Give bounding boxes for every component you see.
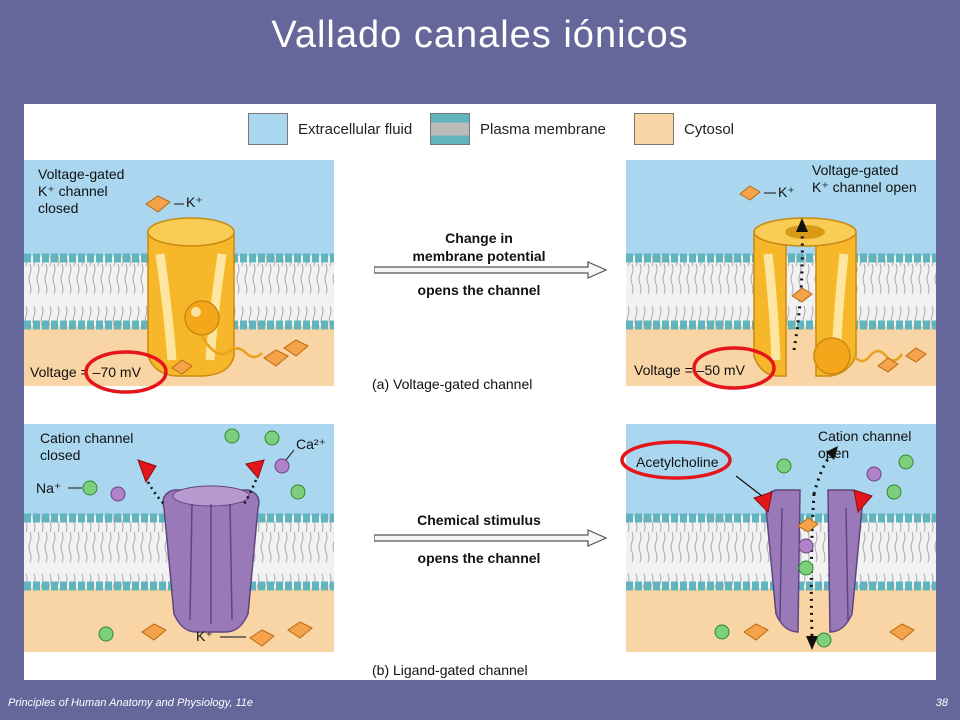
legend-cytosol: Cytosol xyxy=(634,112,734,146)
k-ion-icon xyxy=(905,347,927,363)
voltage-readout-open: Voltage = –50 mV xyxy=(634,362,745,378)
voltage-closed-drawing xyxy=(24,160,334,386)
legend-cytosol-label: Cytosol xyxy=(684,120,735,138)
k-ion-icon xyxy=(141,623,167,641)
k-ion-icon xyxy=(743,623,769,641)
legend-extracellular-label: Extracellular fluid xyxy=(298,120,413,138)
k-ion-icon xyxy=(263,349,289,367)
k-ion-icon xyxy=(877,357,899,373)
stimulus-line-1: Chemical stimulus xyxy=(417,512,541,528)
figure-panel: Extracellular fluid Plasma membrane Cyto… xyxy=(24,104,936,680)
ligand-open-scene: Cation channel open Acetylcholine xyxy=(626,424,936,652)
na-ion-icon xyxy=(224,428,240,444)
k-ion-icon xyxy=(797,517,819,533)
ligand-closed-scene: Cation channel closed Na⁺ Ca²⁺ K⁺ xyxy=(24,424,334,652)
k-ion-label: K⁺ xyxy=(186,194,203,210)
na-ion-icon xyxy=(264,430,280,446)
k-channel-closed xyxy=(147,217,263,377)
ion-flow-arrow xyxy=(809,493,816,639)
na-ion-icon xyxy=(290,484,306,500)
acetylcholine-icon xyxy=(853,489,873,514)
legend-extracellular: Extracellular fluid xyxy=(248,112,412,146)
na-ion-icon xyxy=(798,560,814,576)
acetylcholine-icon xyxy=(245,459,265,479)
k-ion-icon xyxy=(145,195,171,213)
membrane-swatch xyxy=(430,113,470,145)
k-ion-icon xyxy=(739,185,761,201)
na-ion-icon xyxy=(98,626,114,642)
stimulus-line-2: opens the channel xyxy=(417,550,541,566)
k-ion-icon xyxy=(283,339,309,357)
k-ion-icon xyxy=(171,359,193,375)
na-ion-icon xyxy=(886,484,902,500)
acetylcholine-icon xyxy=(137,459,157,484)
voltage-closed-label: Voltage-gated K⁺ channel closed xyxy=(38,166,125,216)
page-number: 38 xyxy=(935,697,948,709)
acetylcholine-label: Acetylcholine xyxy=(636,454,719,470)
cytosol-swatch xyxy=(634,113,674,145)
voltage-right-highlight xyxy=(692,346,776,390)
k-ion-label: K⁺ xyxy=(196,628,213,644)
footer-source: Principles of Human Anatomy and Physiolo… xyxy=(8,697,253,709)
legend-membrane-label: Plasma membrane xyxy=(480,120,606,138)
ligand-closed-drawing xyxy=(24,424,334,652)
ligand-closed-label: Cation channel closed xyxy=(40,430,134,463)
voltage-closed-scene: Voltage-gated K⁺ channel closed K⁺ Volta… xyxy=(24,160,334,386)
na-ion-icon xyxy=(82,480,98,496)
voltage-open-drawing xyxy=(626,160,936,386)
gate-ball-icon xyxy=(813,337,851,375)
k-ion-label: K⁺ xyxy=(778,184,795,200)
na-ion-icon xyxy=(714,624,730,640)
voltage-open-scene: Voltage-gated K⁺ channel open K⁺ Voltage… xyxy=(626,160,936,386)
highlight-overlay xyxy=(84,346,776,480)
right-arrow-icon xyxy=(374,529,608,547)
right-arrow-icon xyxy=(374,261,608,279)
k-ion-icon xyxy=(889,623,915,641)
acetylcholine-highlight xyxy=(620,440,732,480)
ligand-caption: (b) Ligand-gated channel xyxy=(372,662,528,678)
ca-ion-icon xyxy=(274,458,290,474)
acetylcholine-icon xyxy=(753,491,773,514)
change-line-2: membrane potential xyxy=(412,248,546,264)
slide-title: Vallado canales iónicos xyxy=(271,14,689,56)
na-ion-label: Na⁺ xyxy=(36,480,62,496)
na-ion-icon xyxy=(816,632,832,648)
extracellular-swatch xyxy=(248,113,288,145)
ligand-open-drawing xyxy=(626,424,936,652)
ca-ion-label: Ca²⁺ xyxy=(296,436,326,452)
k-ion-icon xyxy=(791,287,813,303)
voltage-open-label: Voltage-gated K⁺ channel open xyxy=(812,162,917,195)
ca-ion-icon xyxy=(798,538,814,554)
na-ion-icon xyxy=(776,458,792,474)
voltage-left-highlight xyxy=(84,350,168,394)
na-ion-icon xyxy=(898,454,914,470)
ca-ion-icon xyxy=(110,486,126,502)
cation-channel-closed xyxy=(162,485,260,633)
cation-channel-open xyxy=(764,489,864,633)
k-ion-icon xyxy=(249,629,275,647)
change-line-3: opens the channel xyxy=(417,282,541,298)
legend-membrane: Plasma membrane xyxy=(430,112,606,146)
ligand-open-label: Cation channel open xyxy=(818,428,912,461)
voltage-caption: (a) Voltage-gated channel xyxy=(372,376,533,392)
ca-ion-icon xyxy=(866,466,882,482)
k-ion-icon xyxy=(287,621,313,639)
change-line-1: Change in xyxy=(445,230,513,246)
